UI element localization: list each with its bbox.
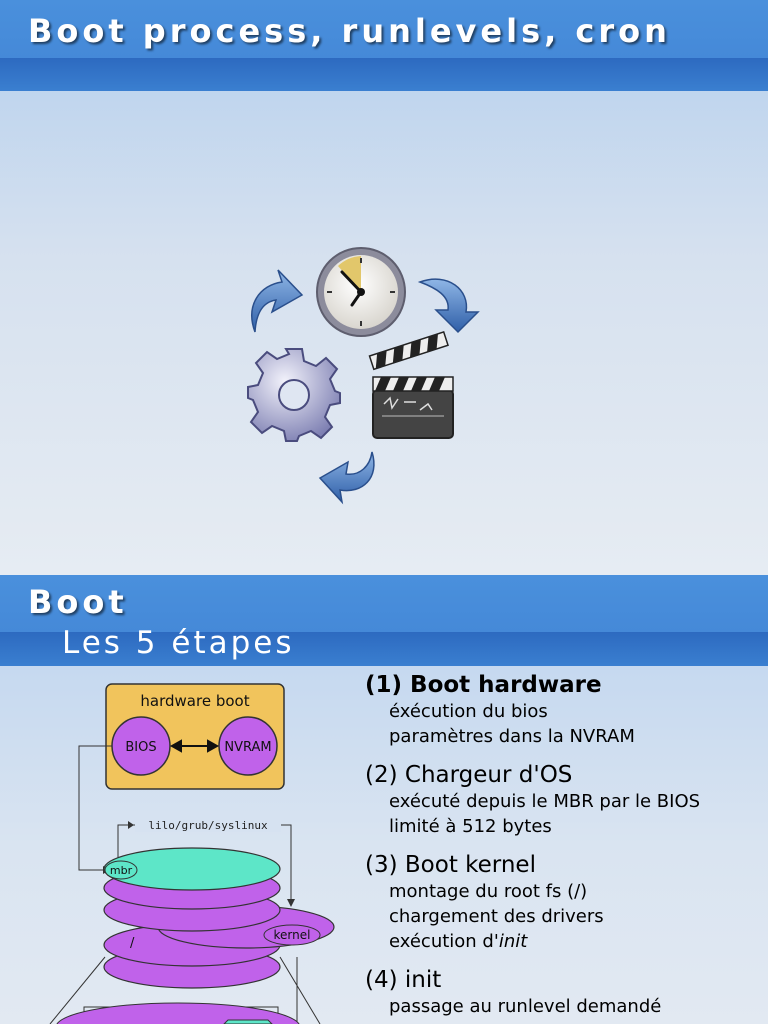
slide-subtitle: Les 5 étapes [62,625,295,661]
step-3: (3) Boot kernel montage du root fs (/) c… [365,851,765,954]
clapperboard-icon [368,330,454,439]
boot-cycle-illustration [247,247,480,505]
bootloader-label: lilo/grub/syslinux [148,819,268,832]
step-heading: (3) Boot kernel [365,852,536,878]
refresh-arrow-icon [251,269,304,333]
mbr-label: mbr [110,864,133,877]
step-detail-text: exécution d' [389,931,499,952]
step-2: (2) Chargeur d'OS exécuté depuis le MBR … [365,761,765,839]
init-emphasis: init [498,931,528,952]
root-fs-label: / [130,936,135,951]
kernel-node [263,924,321,946]
gear-icon [247,348,341,442]
mbr-node [104,860,138,880]
slide-title: Boot process, runlevels, cron [28,12,671,50]
step-1: (1) Boot hardware éxécution du bios para… [365,671,765,749]
title-slide: Boot process, runlevels, cron [0,0,768,575]
title-band-lower [0,58,768,91]
step-detail: passage au runlevel demandé [389,996,662,1017]
title-band-lower [0,632,768,666]
clock-icon [316,247,406,337]
slide-title: Boot [28,583,128,621]
step-heading: (2) Chargeur d'OS [365,762,573,788]
title-band-upper [0,0,768,58]
refresh-arrow-icon [318,451,375,505]
bios-nvram-arrow [169,739,220,753]
step-heading: (4) init [365,967,442,993]
boot-diagram: hardware boot BIOS NVRAM lilo/grub/sysli… [49,683,335,1024]
step-4: (4) init passage au runlevel demandé [365,966,765,1019]
step-detail: éxécution du bios [389,701,548,722]
refresh-arrow-icon [417,278,480,334]
title-band-upper [0,575,768,632]
step-detail: limité à 512 bytes [389,816,552,837]
step-detail: exécution d'init [389,929,765,954]
step-detail: paramètres dans la NVRAM [389,726,635,747]
step-heading: (1) Boot hardware [365,672,602,698]
nvram-label: NVRAM [224,740,271,755]
bios-label: BIOS [125,740,156,755]
step-detail: exécuté depuis le MBR par le BIOS [389,791,701,812]
kernel-label: kernel [274,928,311,942]
step-detail: montage du root fs (/) [389,881,588,902]
step-detail: chargement des drivers [389,906,604,927]
disk-stack [103,847,335,989]
boot-steps-list: (1) Boot hardware éxécution du bios para… [365,671,765,1024]
hardware-boot-label: hardware boot [140,692,249,710]
boot-slide: Boot Les 5 étapes hardware boot BIOS NVR… [0,575,768,1024]
